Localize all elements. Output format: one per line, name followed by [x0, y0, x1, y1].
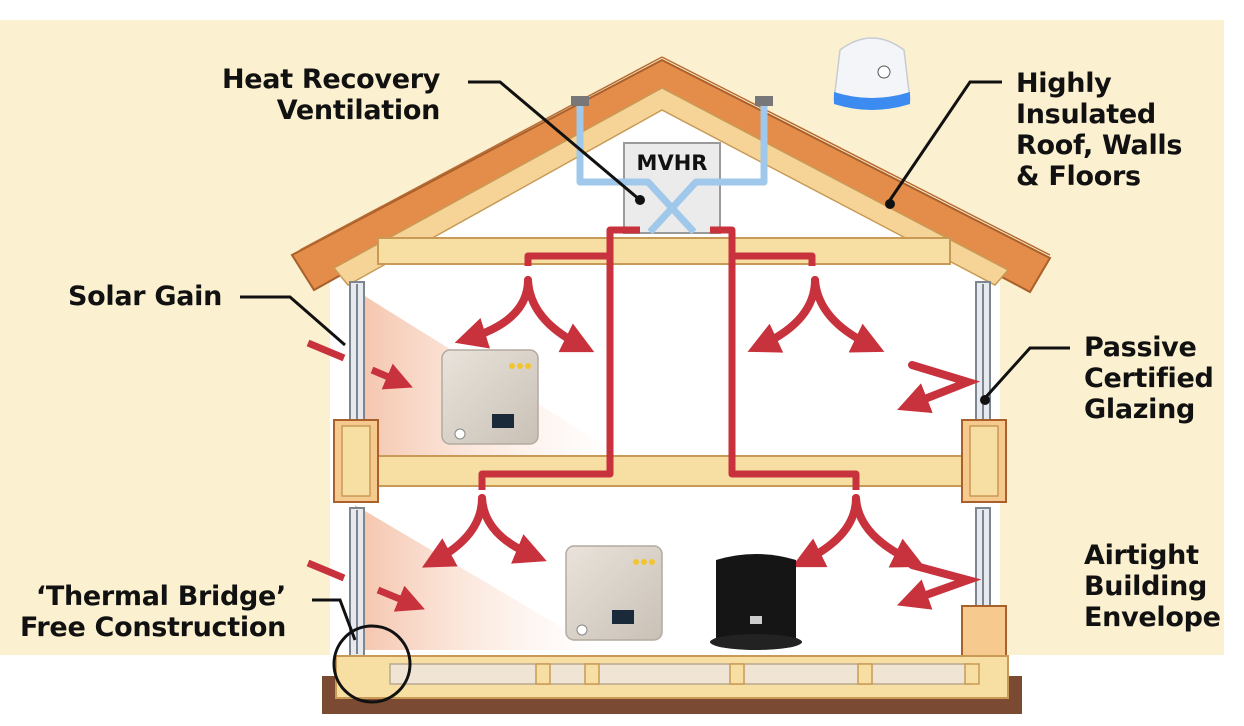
- wall-mounted-heat-pump-unit-icon: [441, 349, 539, 445]
- thermal-bridge-highlight: [332, 624, 412, 704]
- glazing-line-2: Certified: [1084, 363, 1214, 394]
- mvhr-label: MVHR: [637, 151, 708, 175]
- heat-recovery-line-1: Heat Recovery: [222, 64, 441, 95]
- solar-gain-line-1: Solar Gain: [68, 281, 223, 312]
- leader-dots: [635, 195, 990, 405]
- leader-lines: [240, 80, 1070, 641]
- solar-arrows: [306, 339, 425, 612]
- insulation-line-2: Insulated: [1016, 99, 1156, 130]
- fresh-air-ducts: [576, 100, 768, 235]
- thermal-bridge-line-1: ‘Thermal Bridge’: [35, 581, 286, 612]
- floor-standing-heat-pump-unit-icon: [710, 554, 802, 650]
- supply-ducts: [478, 226, 860, 490]
- ceiling-sensor-device-icon: [833, 37, 911, 110]
- solar-gain-label: Solar Gain: [68, 281, 222, 312]
- airtight-line-1: Airtight: [1084, 540, 1199, 571]
- heat-recovery-label: Heat Recovery Ventilation: [222, 64, 440, 126]
- roof-tiles: [299, 56, 1051, 256]
- thermal-bridge-line-2: Free Construction: [20, 612, 286, 643]
- airtight-label: Airtight Building Envelope: [1084, 540, 1221, 633]
- first-floor-slab: [377, 455, 969, 487]
- solar-ray-lower: [355, 505, 600, 650]
- heat-recovery-line-2: Ventilation: [276, 95, 441, 126]
- insulation-label: Highly Insulated Roof, Walls & Floors: [1016, 68, 1182, 192]
- glazing-line-1: Passive: [1084, 332, 1197, 363]
- insulation-line-4: & Floors: [1016, 161, 1141, 192]
- right-lower-junction: [961, 605, 1007, 661]
- glazing-line-3: Glazing: [1084, 394, 1196, 425]
- airtight-line-2: Building: [1084, 571, 1208, 602]
- glazing-label: Passive Certified Glazing: [1084, 332, 1214, 425]
- roof-inner: [332, 87, 1010, 286]
- mvhr-unit: [623, 142, 721, 234]
- insulation-line-1: Highly: [1016, 68, 1112, 99]
- wall-mounted-heat-pump-unit-lower-icon: [565, 545, 663, 641]
- insulation-line-3: Roof, Walls: [1016, 130, 1183, 161]
- right-glazing-frame: [975, 281, 991, 609]
- airtight-line-3: Envelope: [1084, 602, 1221, 633]
- roof-outer: [290, 58, 1052, 294]
- thermal-bridge-label: ‘Thermal Bridge’ Free Construction: [20, 581, 286, 643]
- floor-joists: [535, 663, 980, 685]
- ceiling-beam: [377, 237, 951, 265]
- airflow-arrows: [421, 276, 982, 610]
